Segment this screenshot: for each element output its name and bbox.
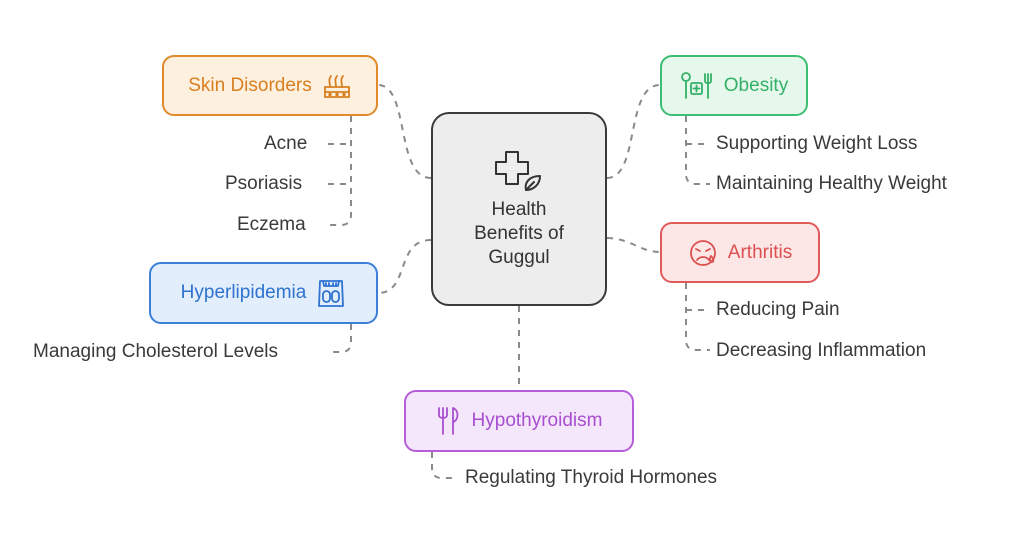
pain-face-icon — [688, 238, 718, 268]
node-hypothyroidism: Hypothyroidism — [404, 390, 634, 452]
center-title: Health Benefits of Guggul — [474, 199, 564, 268]
leaf-decreasing-inflammation: Decreasing Inflammation — [716, 340, 927, 361]
node-obesity: Obesity — [660, 55, 808, 116]
center-node: Health Benefits of Guggul — [431, 112, 607, 306]
leaf-acne: Acne — [264, 133, 308, 154]
leaf-reducing-pain: Reducing Pain — [716, 299, 840, 320]
health-plus-leaf-icon — [494, 148, 544, 192]
connector-center-arthritis — [606, 237, 661, 253]
node-skin-disorders: Skin Disorders — [162, 55, 378, 116]
connector-hypothyroidism-items — [431, 452, 455, 479]
node-hyperlipidemia: Hyperlipidemia — [149, 262, 378, 324]
leaf-eczema: Eczema — [237, 214, 306, 235]
node-skin-disorders-label: Skin Disorders — [188, 74, 312, 96]
leaf-supporting-weight-loss: Supporting Weight Loss — [716, 133, 918, 154]
node-hyperlipidemia-label: Hyperlipidemia — [180, 282, 307, 303]
node-arthritis-label: Arthritis — [727, 241, 793, 263]
skin-layers-icon — [322, 72, 352, 100]
leaf-psoriasis: Psoriasis — [225, 173, 303, 194]
node-hypothyroidism-label: Hypothyroidism — [471, 410, 603, 431]
connector-center-skin — [377, 84, 432, 179]
leaf-managing-cholesterol-levels: Managing Cholesterol Levels — [33, 341, 279, 362]
scale-cutlery-icon — [680, 71, 714, 101]
fork-knife-icon — [436, 405, 462, 437]
connector-arthritis-items — [685, 283, 710, 351]
connector-center-hyperlipidemia — [377, 239, 432, 294]
weighing-scale-icon — [316, 277, 346, 309]
node-arthritis: Arthritis — [660, 222, 820, 283]
connector-hyperlipidemia-items — [328, 324, 352, 353]
connector-skin-items — [328, 116, 352, 226]
leaf-regulating-thyroid-hormones: Regulating Thyroid Hormones — [465, 467, 718, 488]
node-obesity-label: Obesity — [723, 74, 789, 96]
connector-center-obesity — [606, 84, 661, 179]
connector-obesity-items — [685, 116, 710, 185]
leaf-maintaining-healthy-weight: Maintaining Healthy Weight — [716, 173, 947, 194]
